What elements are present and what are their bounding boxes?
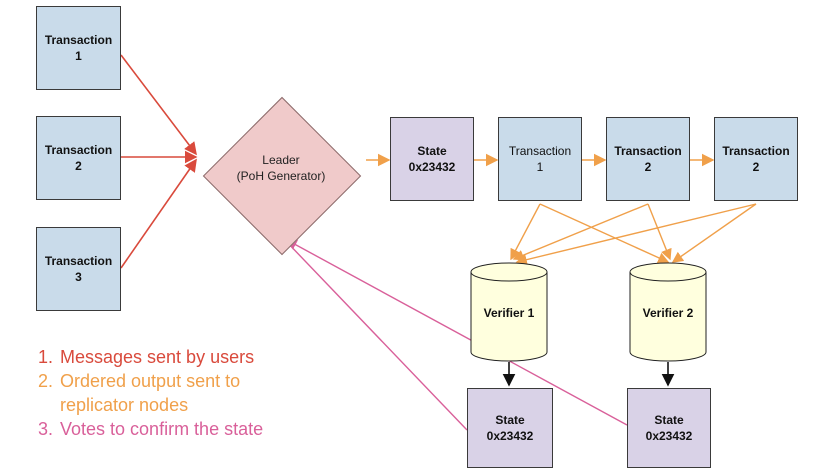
verifier-2-state-label: State 0x23432 <box>645 413 693 443</box>
verifier-2-label: Verifier 2 <box>642 306 694 320</box>
verifier-1-state: State 0x23432 <box>467 388 553 468</box>
arrow-tx1-to-leader <box>120 54 197 156</box>
legend-item-users-text: Messages sent by users <box>60 347 255 367</box>
arrow-chain1-to-verifier1 <box>510 203 541 261</box>
user-transaction-2: Transaction 2 <box>36 116 121 200</box>
chain-transaction-3: Transaction 2 <box>714 117 798 201</box>
user-transaction-2-label: Transaction 2 <box>44 143 113 173</box>
arrow-chain3-to-verifier2 <box>671 203 757 263</box>
legend-item-ordered: 2. Ordered output sent to replicator nod… <box>38 369 263 417</box>
legend-item-users-number: 1. <box>38 347 54 367</box>
legend-item-votes-number: 3. <box>38 419 54 439</box>
arrow-chain2-to-verifier1 <box>512 203 649 261</box>
user-transaction-1-label: Transaction 1 <box>44 33 113 63</box>
verifier-2-state: State 0x23432 <box>627 388 711 468</box>
arrow-chain2-to-verifier2 <box>647 203 672 261</box>
legend-item-ordered-text: Ordered output sent to replicator nodes <box>60 371 241 415</box>
legend-item-users: 1. Messages sent by users <box>38 345 263 369</box>
chain-transaction-3-label: Transaction 2 <box>722 144 790 174</box>
legend-item-votes: 3. Votes to confirm the state <box>38 417 263 441</box>
verifier-1-cylinder <box>470 262 548 362</box>
arrow-vote1-to-leader <box>282 236 468 431</box>
verifier-1-state-label: State 0x23432 <box>486 413 534 443</box>
user-transaction-1: Transaction 1 <box>36 6 121 90</box>
legend: 1. Messages sent by users 2. Ordered out… <box>38 345 263 441</box>
chain-transaction-1: Transaction 1 <box>498 117 582 201</box>
legend-item-votes-text: Votes to confirm the state <box>60 419 264 439</box>
chain-transaction-1-label: Transaction 1 <box>508 144 572 174</box>
state-main: State 0x23432 <box>390 117 474 201</box>
user-transaction-3-label: Transaction 3 <box>44 254 113 284</box>
verifier-1-label: Verifier 1 <box>483 306 535 320</box>
arrow-tx3-to-leader <box>120 158 197 269</box>
legend-item-ordered-number: 2. <box>38 371 54 391</box>
arrow-vote2-to-leader <box>285 239 628 426</box>
chain-transaction-2-label: Transaction 2 <box>614 144 682 174</box>
verifier-2-cylinder <box>629 262 707 362</box>
chain-transaction-2: Transaction 2 <box>606 117 690 201</box>
user-transaction-3: Transaction 3 <box>36 227 121 311</box>
leader-label: Leader (PoH Generator) <box>236 153 326 183</box>
arrow-chain3-to-verifier1 <box>515 203 757 266</box>
state-main-label: State 0x23432 <box>408 144 456 174</box>
arrow-chain1-to-verifier2 <box>539 203 670 264</box>
